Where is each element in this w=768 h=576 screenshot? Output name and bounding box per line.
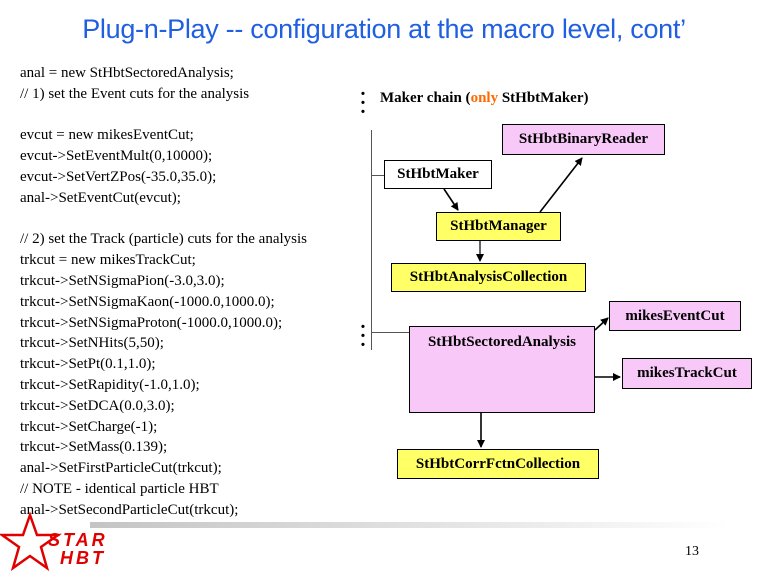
- code-line: anal->SetSecondParticleCut(trkcut);: [20, 501, 239, 518]
- star-logo-icon: [0, 511, 62, 572]
- star-logo-text: STAR HBT: [48, 531, 108, 567]
- maker-chain-prefix: Maker chain (: [380, 90, 471, 106]
- code-line: evcut->SetEventMult(0,10000);: [20, 148, 213, 165]
- chain-connector-analysis: [371, 332, 409, 333]
- code-line: trkcut->SetNSigmaPion(-3.0,3.0);: [20, 272, 225, 289]
- arrow-analysis-to-event-cut: [594, 317, 609, 331]
- maker-chain-label: Maker chain (only StHbtMaker): [380, 90, 588, 107]
- analysis-collection-label: StHbtAnalysisCollection: [409, 269, 568, 285]
- code-line: trkcut = new mikesTrackCut;: [20, 252, 196, 269]
- corr-fctn-collection-label: StHbtCorrFctnCollection: [415, 455, 581, 472]
- event-cut-box: mikesEventCut: [609, 301, 741, 331]
- sectored-analysis-box: StHbtSectoredAnalysis: [409, 326, 595, 413]
- code-line: trkcut->SetPt(0.1,1.0);: [20, 356, 156, 373]
- code-line: // 2) set the Track (particle) cuts for …: [20, 231, 308, 248]
- maker-chain-suffix: StHbtMaker): [498, 90, 589, 106]
- manager-label: StHbtManager: [450, 218, 547, 234]
- page-number: 13: [685, 544, 699, 559]
- code-line: anal->SetFirstParticleCut(trkcut);: [20, 460, 222, 477]
- corr-fctn-collection-box: StHbtCorrFctnCollection: [397, 449, 599, 479]
- code-line: trkcut->SetNHits(5,50);: [20, 335, 164, 352]
- track-cut-box: mikesTrackCut: [622, 358, 752, 389]
- maker-label: StHbtMaker: [397, 166, 479, 182]
- code-line: trkcut->SetDCA(0.0,3.0);: [20, 397, 175, 414]
- code-line: trkcut->SetMass(0.139);: [20, 439, 168, 456]
- event-cut-label: mikesEventCut: [625, 307, 725, 324]
- chain-dots-top: ···: [359, 83, 367, 123]
- code-line: trkcut->SetNSigmaProton(-1000.0,1000.0);: [20, 314, 283, 331]
- footer-rule: [90, 522, 730, 528]
- code-line: evcut = new mikesEventCut;: [20, 127, 194, 144]
- code-line: evcut->SetVertZPos(-35.0,35.0);: [20, 168, 217, 185]
- maker-box: StHbtMaker: [384, 160, 492, 189]
- maker-chain-only: only: [470, 90, 499, 106]
- code-line: // 1) set the Event cuts for the analysi…: [20, 85, 250, 102]
- chain-line: [371, 130, 372, 350]
- arrow-manager-to-binary-reader: [539, 157, 583, 213]
- code-line: trkcut->SetNSigmaKaon(-1000.0,1000.0);: [20, 293, 275, 310]
- binary-reader-label: StHbtBinaryReader: [518, 131, 649, 147]
- chain-connector-maker: [371, 175, 384, 176]
- code-line: trkcut->SetCharge(-1);: [20, 418, 158, 435]
- manager-box: StHbtManager: [436, 212, 561, 241]
- code-line: anal->SetEventCut(evcut);: [20, 189, 181, 206]
- arrow-maker-to-manager: [443, 188, 459, 211]
- sectored-analysis-label: StHbtSectoredAnalysis: [427, 334, 577, 350]
- track-cut-label: mikesTrackCut: [637, 365, 737, 381]
- star-logo-line1: STAR: [48, 530, 108, 550]
- slide-title: Plug-n-Play -- configuration at the macr…: [82, 14, 686, 44]
- code-line: trkcut->SetRapidity(-1.0,1.0);: [20, 376, 200, 393]
- code-line: anal = new StHbtSectoredAnalysis;: [20, 65, 234, 81]
- binary-reader-box: StHbtBinaryReader: [502, 124, 665, 155]
- code-listing: anal = new StHbtSectoredAnalysis; // 1) s…: [20, 63, 360, 521]
- analysis-collection-box: StHbtAnalysisCollection: [391, 263, 586, 292]
- code-line: // NOTE - identical particle HBT: [20, 480, 219, 497]
- chain-dots-bottom: ···: [359, 316, 367, 356]
- star-logo-line2: HBT: [60, 548, 106, 568]
